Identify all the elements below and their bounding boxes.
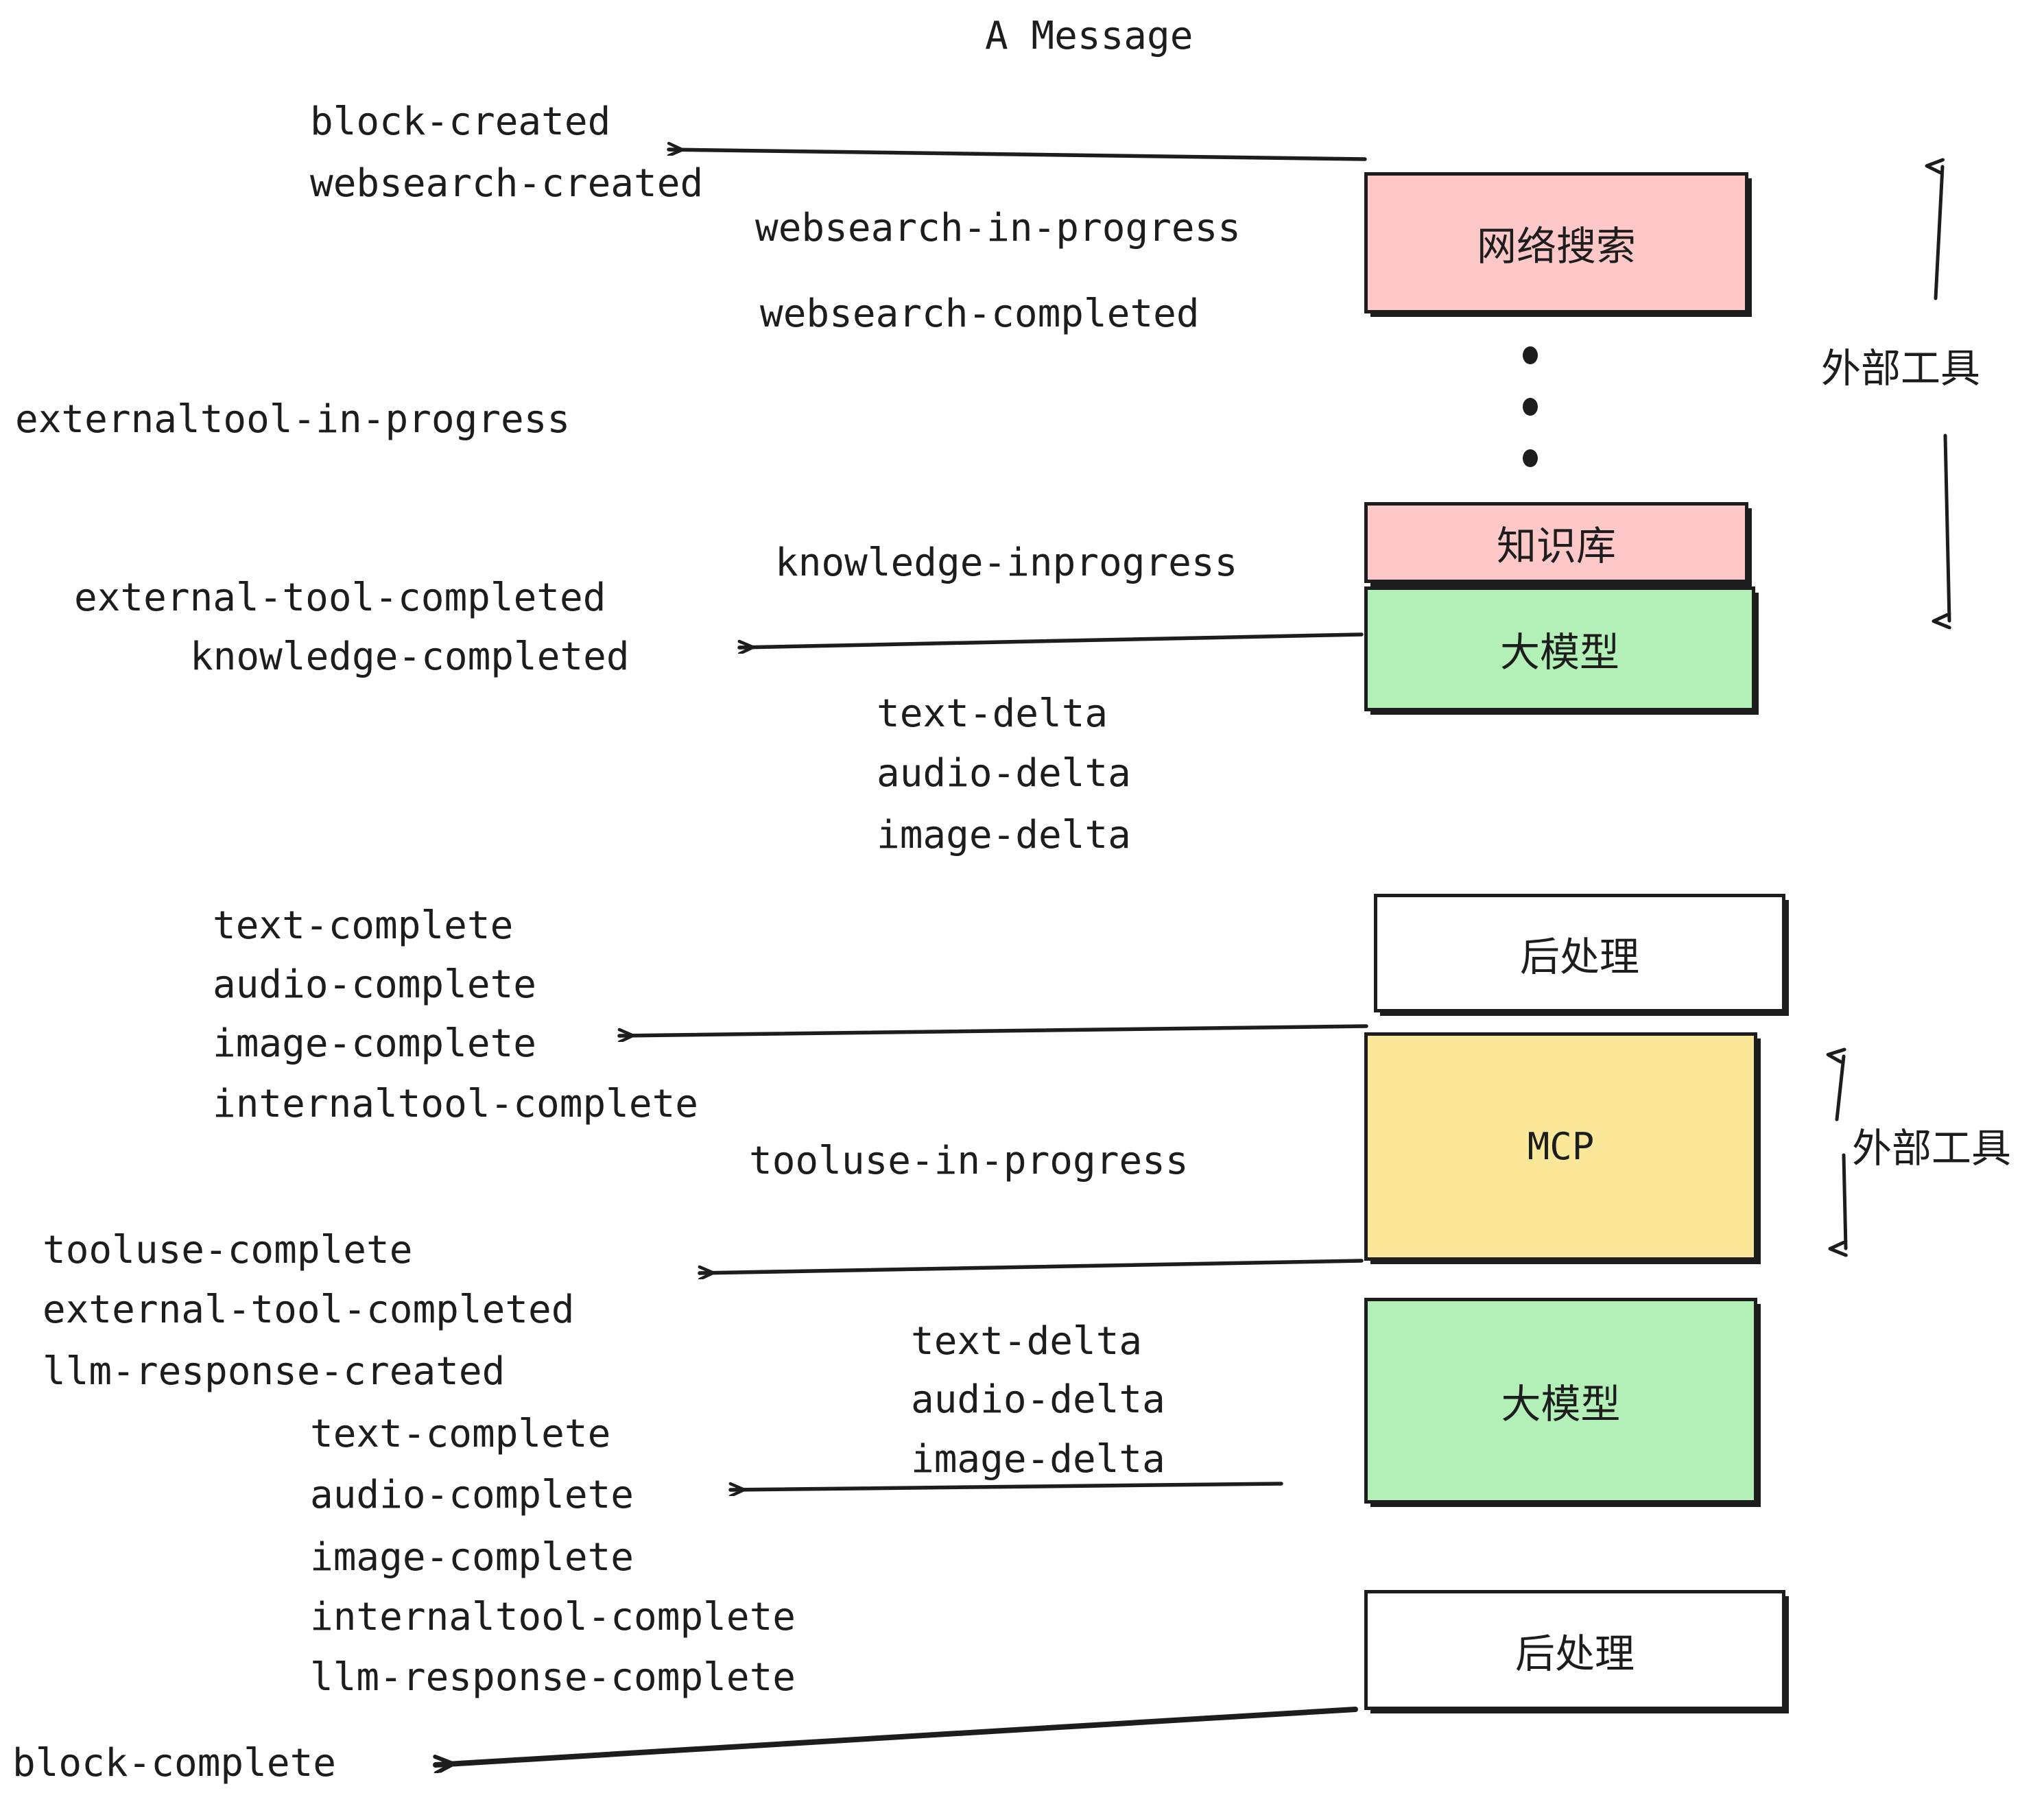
label-external-tools-bottom: 外部工具 xyxy=(1852,1125,2012,1172)
node-knowledge-label: 知识库 xyxy=(1496,523,1616,569)
arrow-websearch-to-created xyxy=(667,150,1367,161)
event-audio-complete-1: audio-complete xyxy=(213,962,537,1007)
node-llm-1[interactable]: 大模型 xyxy=(1364,586,1755,711)
event-text-complete-2: text-complete xyxy=(310,1412,611,1456)
node-mcp[interactable]: MCP xyxy=(1364,1032,1757,1261)
node-postproc-2-label: 后处理 xyxy=(1514,1630,1635,1677)
arrow-external-tools-bottom-up xyxy=(1837,1056,1844,1121)
arrow-external-tools-top-up xyxy=(1936,167,1942,300)
event-block-complete: block-complete xyxy=(12,1741,337,1785)
event-audio-delta-1: audio-delta xyxy=(877,751,1131,796)
event-audio-delta-2: audio-delta xyxy=(911,1377,1165,1422)
arrow-llm2-to-audio-complete xyxy=(728,1482,1283,1490)
node-postproc-1-label: 后处理 xyxy=(1519,933,1639,980)
event-knowledge-inprogress: knowledge-inprogress xyxy=(775,541,1238,585)
event-llm-response-created: llm-response-created xyxy=(43,1349,506,1394)
node-postproc-2[interactable]: 后处理 xyxy=(1364,1590,1785,1710)
node-mcp-label: MCP xyxy=(1527,1125,1595,1168)
ellipsis-dot xyxy=(1523,398,1538,416)
event-websearch-created: websearch-created xyxy=(310,161,704,206)
event-llm-response-complete: llm-response-complete xyxy=(310,1655,796,1700)
event-text-delta-2: text-delta xyxy=(911,1319,1143,1364)
event-image-delta-1: image-delta xyxy=(877,813,1131,857)
node-llm-2[interactable]: 大模型 xyxy=(1364,1298,1757,1504)
arrow-external-tools-bottom-down xyxy=(1844,1153,1846,1248)
ellipsis-dot xyxy=(1523,449,1538,467)
arrow-mcp-to-tooluse-complete xyxy=(698,1259,1364,1273)
node-llm-1-label: 大模型 xyxy=(1499,629,1619,676)
arrow-knowledge-to-completed xyxy=(737,632,1364,648)
event-websearch-in-progress: websearch-in-progress xyxy=(755,206,1241,250)
event-knowledge-completed: knowledge-completed xyxy=(190,634,630,679)
arrow-external-tools-top-down xyxy=(1945,434,1949,621)
event-externaltool-in-progress: externaltool-in-progress xyxy=(15,397,571,442)
event-external-tool-completed-2: external-tool-completed xyxy=(43,1287,575,1332)
arrow-postproc-to-image-complete xyxy=(617,1024,1368,1036)
node-websearch[interactable]: 网络搜索 xyxy=(1364,172,1748,313)
event-image-complete-1: image-complete xyxy=(213,1021,537,1066)
node-postproc-1[interactable]: 后处理 xyxy=(1374,894,1785,1012)
event-image-complete-2: image-complete xyxy=(310,1535,634,1580)
event-text-complete-1: text-complete xyxy=(213,903,514,948)
node-llm-2-label: 大模型 xyxy=(1501,1381,1621,1427)
event-internaltool-complete-1: internaltool-complete xyxy=(213,1082,699,1126)
label-external-tools-top: 外部工具 xyxy=(1821,345,1981,392)
arrow-postproc2-to-block-complete xyxy=(433,1707,1358,1765)
event-websearch-completed: websearch-completed xyxy=(760,292,1200,336)
event-block-created: block-created xyxy=(310,99,611,144)
vertical-ellipsis xyxy=(1523,346,1550,470)
event-audio-complete-2: audio-complete xyxy=(310,1473,634,1517)
node-websearch-label: 网络搜索 xyxy=(1476,223,1636,270)
event-tooluse-in-progress: tooluse-in-progress xyxy=(749,1139,1189,1183)
event-internaltool-complete-2: internaltool-complete xyxy=(310,1595,796,1639)
node-knowledge[interactable]: 知识库 xyxy=(1364,502,1748,583)
event-image-delta-2: image-delta xyxy=(911,1437,1165,1482)
event-tooluse-complete: tooluse-complete xyxy=(43,1228,413,1272)
event-external-tool-completed-1: external-tool-completed xyxy=(74,575,606,620)
event-text-delta-1: text-delta xyxy=(877,691,1108,736)
ellipsis-dot xyxy=(1523,346,1538,364)
diagram-title: A Message xyxy=(985,14,1193,58)
